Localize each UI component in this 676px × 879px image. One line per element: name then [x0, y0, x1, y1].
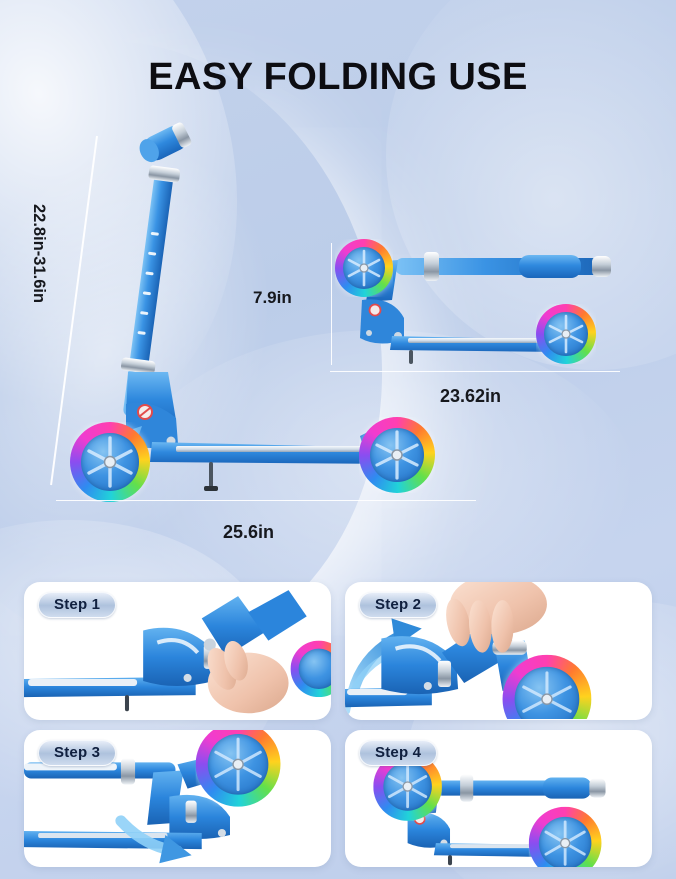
step-card-3[interactable]: Step 3 [24, 729, 331, 867]
dimension-line-folded-height [331, 243, 333, 365]
step-badge-4: Step 4 [359, 739, 438, 766]
step-badge-2: Step 2 [359, 592, 438, 618]
page-title: EASY FOLDING USE [148, 56, 528, 98]
dimension-label-height: 22.8in-31.6in [30, 204, 48, 304]
step-badge-1: Step 1 [38, 592, 117, 618]
steps-grid: Step 1 [0, 578, 676, 879]
dimension-label-folded-height: 7.9in [253, 288, 292, 307]
step-badge-3: Step 3 [38, 739, 117, 766]
dimension-label-folded-length: 23.62in [440, 386, 502, 406]
dimension-line-length [56, 500, 476, 502]
step-card-1[interactable]: Step 1 [24, 582, 331, 720]
dimension-line-folded-length [330, 371, 620, 373]
step-card-4[interactable]: Step 4 [345, 729, 652, 867]
dimension-label-length: 25.6in [223, 522, 275, 542]
step-card-2[interactable]: Step 2 [345, 582, 652, 720]
